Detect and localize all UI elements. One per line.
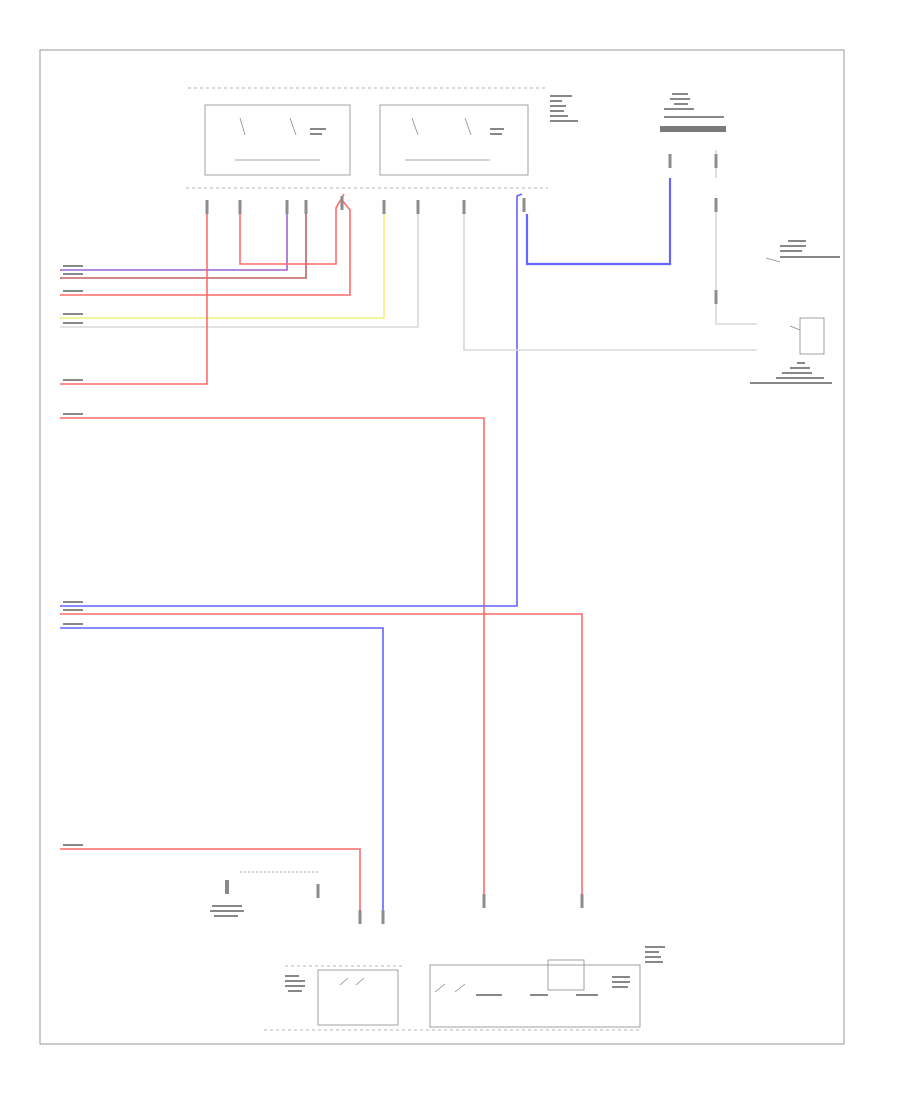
bottom-right-module <box>429 946 665 1028</box>
connector-7 <box>416 200 420 214</box>
top-relay-block <box>204 95 578 176</box>
connector-13 <box>714 290 718 304</box>
connector-14 <box>316 884 320 898</box>
top-right-module <box>660 93 726 132</box>
wire-w11 <box>60 848 361 916</box>
bottom-left-lamp <box>210 871 318 917</box>
connectors-layer <box>205 154 718 924</box>
connector-3 <box>285 200 289 214</box>
connector-8 <box>462 200 466 214</box>
wire-w4 <box>60 212 385 319</box>
connector-2 <box>238 200 242 214</box>
connector-6 <box>382 200 386 214</box>
wire-label-mark-w4 <box>63 313 83 315</box>
connector-4 <box>304 200 308 214</box>
wire-label-mark-w11 <box>63 844 83 846</box>
connector-18 <box>580 894 584 908</box>
wire-branch-5 <box>715 210 757 325</box>
wire-label-mark-w2 <box>63 273 83 275</box>
wire-label-mark-w10 <box>63 623 83 625</box>
wire-w5 <box>60 212 419 328</box>
right-switch-lower <box>750 317 832 384</box>
diagram-frame <box>39 49 845 1045</box>
wire-label-mark-w6 <box>63 379 83 381</box>
wire-w10 <box>60 627 384 916</box>
connector-9 <box>522 198 526 212</box>
wire-label-mark-w3 <box>63 290 83 292</box>
right-switch-upper <box>765 240 840 263</box>
wire-label-mark-w1 <box>63 265 83 267</box>
wire-w6 <box>60 212 208 385</box>
wire-w1 <box>60 212 288 271</box>
wire-w7 <box>60 417 485 903</box>
connector-16 <box>381 910 385 924</box>
wire-label-mark-w8 <box>63 601 83 603</box>
connector-11 <box>714 154 718 168</box>
wire-w8 <box>60 193 523 607</box>
wire-label-mark-w7 <box>63 413 83 415</box>
connector-10 <box>668 154 672 168</box>
wire-labels-layer <box>63 265 83 846</box>
wire-branch-1 <box>239 193 345 265</box>
connector-1 <box>205 200 209 214</box>
connector-15 <box>358 910 362 924</box>
wire-branch-3 <box>463 214 757 351</box>
wires-layer <box>60 150 757 916</box>
wire-label-mark-w9 <box>63 609 83 611</box>
connector-12 <box>714 198 718 212</box>
wire-w3 <box>60 199 351 296</box>
wire-branch-2 <box>525 178 672 266</box>
connector-17 <box>482 894 486 908</box>
bottom-left-switch <box>285 969 399 1026</box>
wire-w2 <box>60 212 307 279</box>
wire-w9 <box>60 613 583 903</box>
connector-5 <box>340 196 344 210</box>
wire-label-mark-w5 <box>63 322 83 324</box>
